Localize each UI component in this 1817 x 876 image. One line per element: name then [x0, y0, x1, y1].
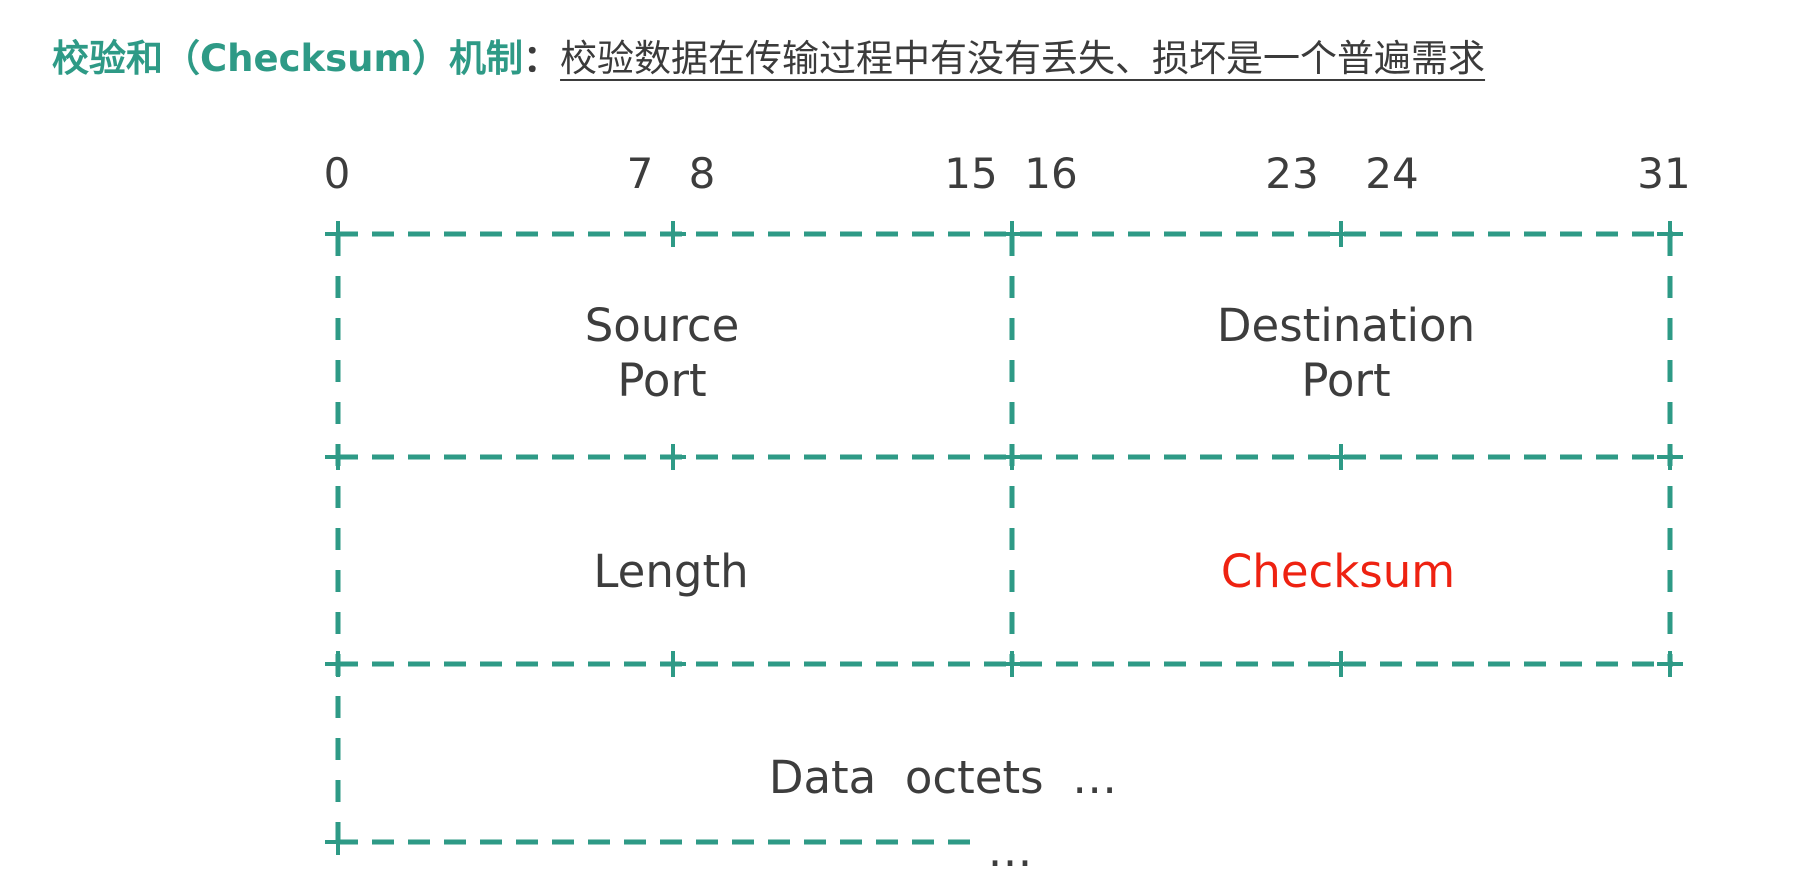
field-checksum: Checksum — [1221, 545, 1455, 598]
bit-label-16: 16 — [1024, 149, 1077, 198]
field-source-port-line2: Port — [617, 354, 706, 407]
page-title: 校验和（Checksum）机制：校验数据在传输过程中有没有丢失、损坏是一个普遍需… — [52, 28, 1485, 82]
plus-markers — [325, 221, 1683, 855]
field-length: Length — [593, 545, 748, 598]
bit-label-23: 23 — [1265, 149, 1318, 198]
bit-label-0: 0 — [324, 149, 351, 198]
bit-label-24: 24 — [1365, 149, 1418, 198]
bit-label-31: 31 — [1637, 149, 1690, 198]
bit-label-7: 7 — [627, 149, 654, 198]
field-destination-port-line1: Destination — [1217, 299, 1475, 352]
continuation-ellipsis: … — [988, 824, 1033, 876]
title-description: 校验数据在传输过程中有没有丢失、损坏是一个普遍需求 — [560, 37, 1486, 80]
field-source-port-line1: Source — [585, 299, 740, 352]
bit-label-8: 8 — [689, 149, 716, 198]
title-lead: 校验和（Checksum）机制 — [52, 37, 524, 80]
bit-label-15: 15 — [944, 149, 997, 198]
field-data-octets: Data octets … — [769, 751, 1117, 804]
field-destination-port-line2: Port — [1301, 354, 1390, 407]
title-colon: ： — [523, 37, 561, 80]
